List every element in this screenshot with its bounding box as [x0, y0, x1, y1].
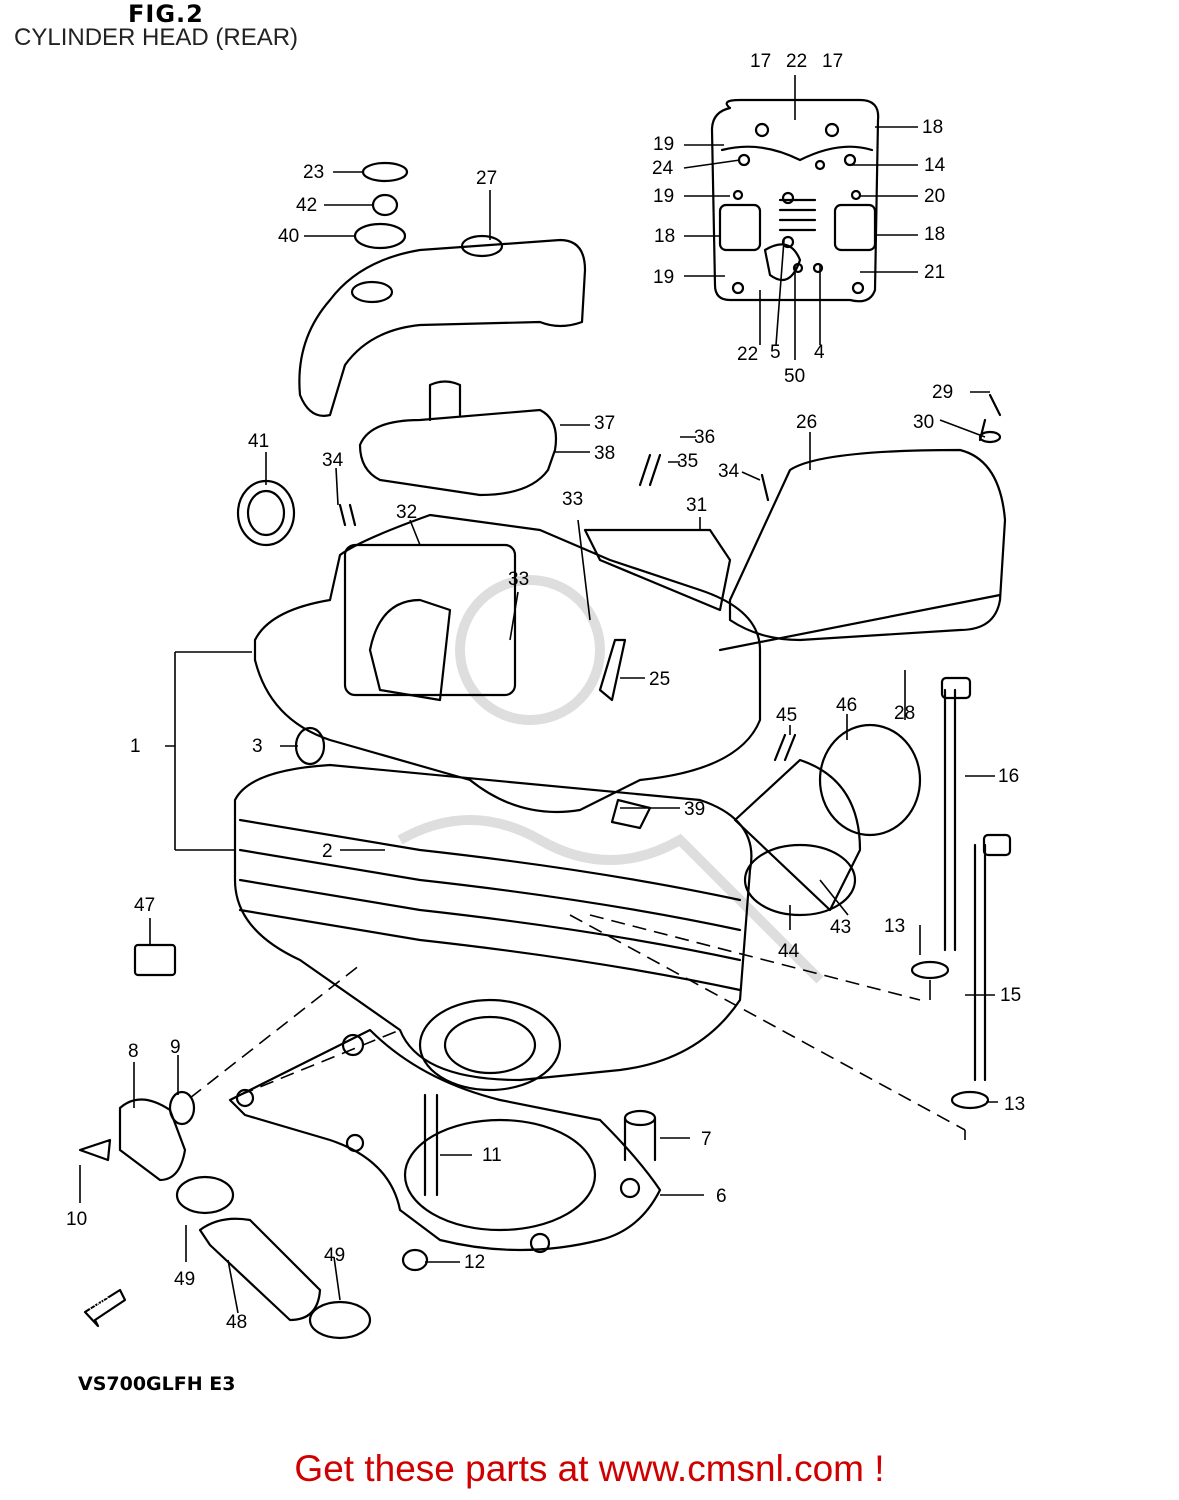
callout-9: 9 — [170, 1037, 181, 1058]
callout-45: 45 — [776, 705, 797, 726]
callout-2: 2 — [322, 841, 333, 862]
callout-39: 39 — [684, 799, 705, 820]
callout-4: 4 — [814, 342, 825, 363]
callout-30: 30 — [913, 412, 934, 433]
callout-3: 3 — [252, 736, 263, 757]
callout-42: 42 — [296, 195, 317, 216]
cylinder-head-body — [233, 513, 762, 1092]
callout-20: 20 — [924, 186, 945, 207]
callout-5: 5 — [770, 342, 781, 363]
callout-19: 19 — [653, 267, 674, 288]
callout-50: 50 — [784, 366, 805, 387]
callout-27: 27 — [476, 168, 497, 189]
callout-37: 37 — [594, 413, 615, 434]
rocker-cover-detail — [710, 98, 880, 303]
callout-16: 16 — [998, 766, 1019, 787]
callout-24: 24 — [652, 158, 674, 179]
callout-29: 29 — [932, 382, 953, 403]
callout-26: 26 — [796, 412, 817, 433]
callout-47: 47 — [134, 895, 155, 916]
cylinder-head-cover-27 — [298, 234, 587, 417]
callout-7: 7 — [701, 1129, 712, 1150]
callout-21: 21 — [924, 262, 945, 283]
callout-18: 18 — [654, 226, 675, 247]
callout-15: 15 — [1000, 985, 1021, 1006]
footer-link-text[interactable]: Get these parts at www.cmsnl.com ! — [294, 1448, 885, 1489]
callout-23: 23 — [303, 162, 324, 183]
model-code: VS700GLFH E3 — [78, 1373, 236, 1395]
callout-1: 1 — [130, 736, 141, 757]
figure-title: CYLINDER HEAD (REAR) — [14, 24, 299, 51]
callout-46: 46 — [836, 695, 857, 716]
callout-44: 44 — [778, 941, 800, 962]
callout-41: 41 — [248, 431, 269, 452]
callout-43: 43 — [830, 917, 851, 938]
callout-10: 10 — [66, 1209, 87, 1230]
callout-19: 19 — [653, 186, 674, 207]
callout-32: 32 — [396, 502, 417, 523]
callout-22: 22 — [737, 344, 758, 365]
callout-18: 18 — [922, 117, 943, 138]
callout-28: 28 — [894, 703, 915, 724]
callout-48: 48 — [226, 1312, 247, 1333]
callout-19: 19 — [653, 134, 674, 155]
callout-18: 18 — [924, 224, 945, 245]
callout-13: 13 — [884, 916, 905, 937]
callout-35: 35 — [677, 451, 698, 472]
callout-49: 49 — [174, 1269, 195, 1290]
callout-33: 33 — [562, 489, 583, 510]
figure-number: FIG.2 — [128, 0, 204, 28]
callout-8: 8 — [128, 1041, 139, 1062]
callout-25: 25 — [649, 669, 670, 690]
callout-11: 11 — [482, 1145, 502, 1166]
callout-34: 34 — [718, 461, 740, 482]
callout-38: 38 — [594, 443, 615, 464]
callout-34: 34 — [322, 450, 344, 471]
callout-17: 17 — [750, 51, 771, 72]
callout-12: 12 — [464, 1252, 485, 1273]
callout-33: 33 — [508, 569, 529, 590]
callout-36: 36 — [694, 427, 715, 448]
callout-22: 22 — [786, 51, 807, 72]
fwd-label: FWD — [88, 1295, 114, 1317]
callout-40: 40 — [278, 226, 299, 247]
callout-31: 31 — [686, 495, 707, 516]
callout-6: 6 — [716, 1186, 727, 1207]
callout-17: 17 — [822, 51, 843, 72]
callout-13: 13 — [1004, 1094, 1025, 1115]
callout-14: 14 — [924, 155, 946, 176]
callout-49: 49 — [324, 1245, 345, 1266]
